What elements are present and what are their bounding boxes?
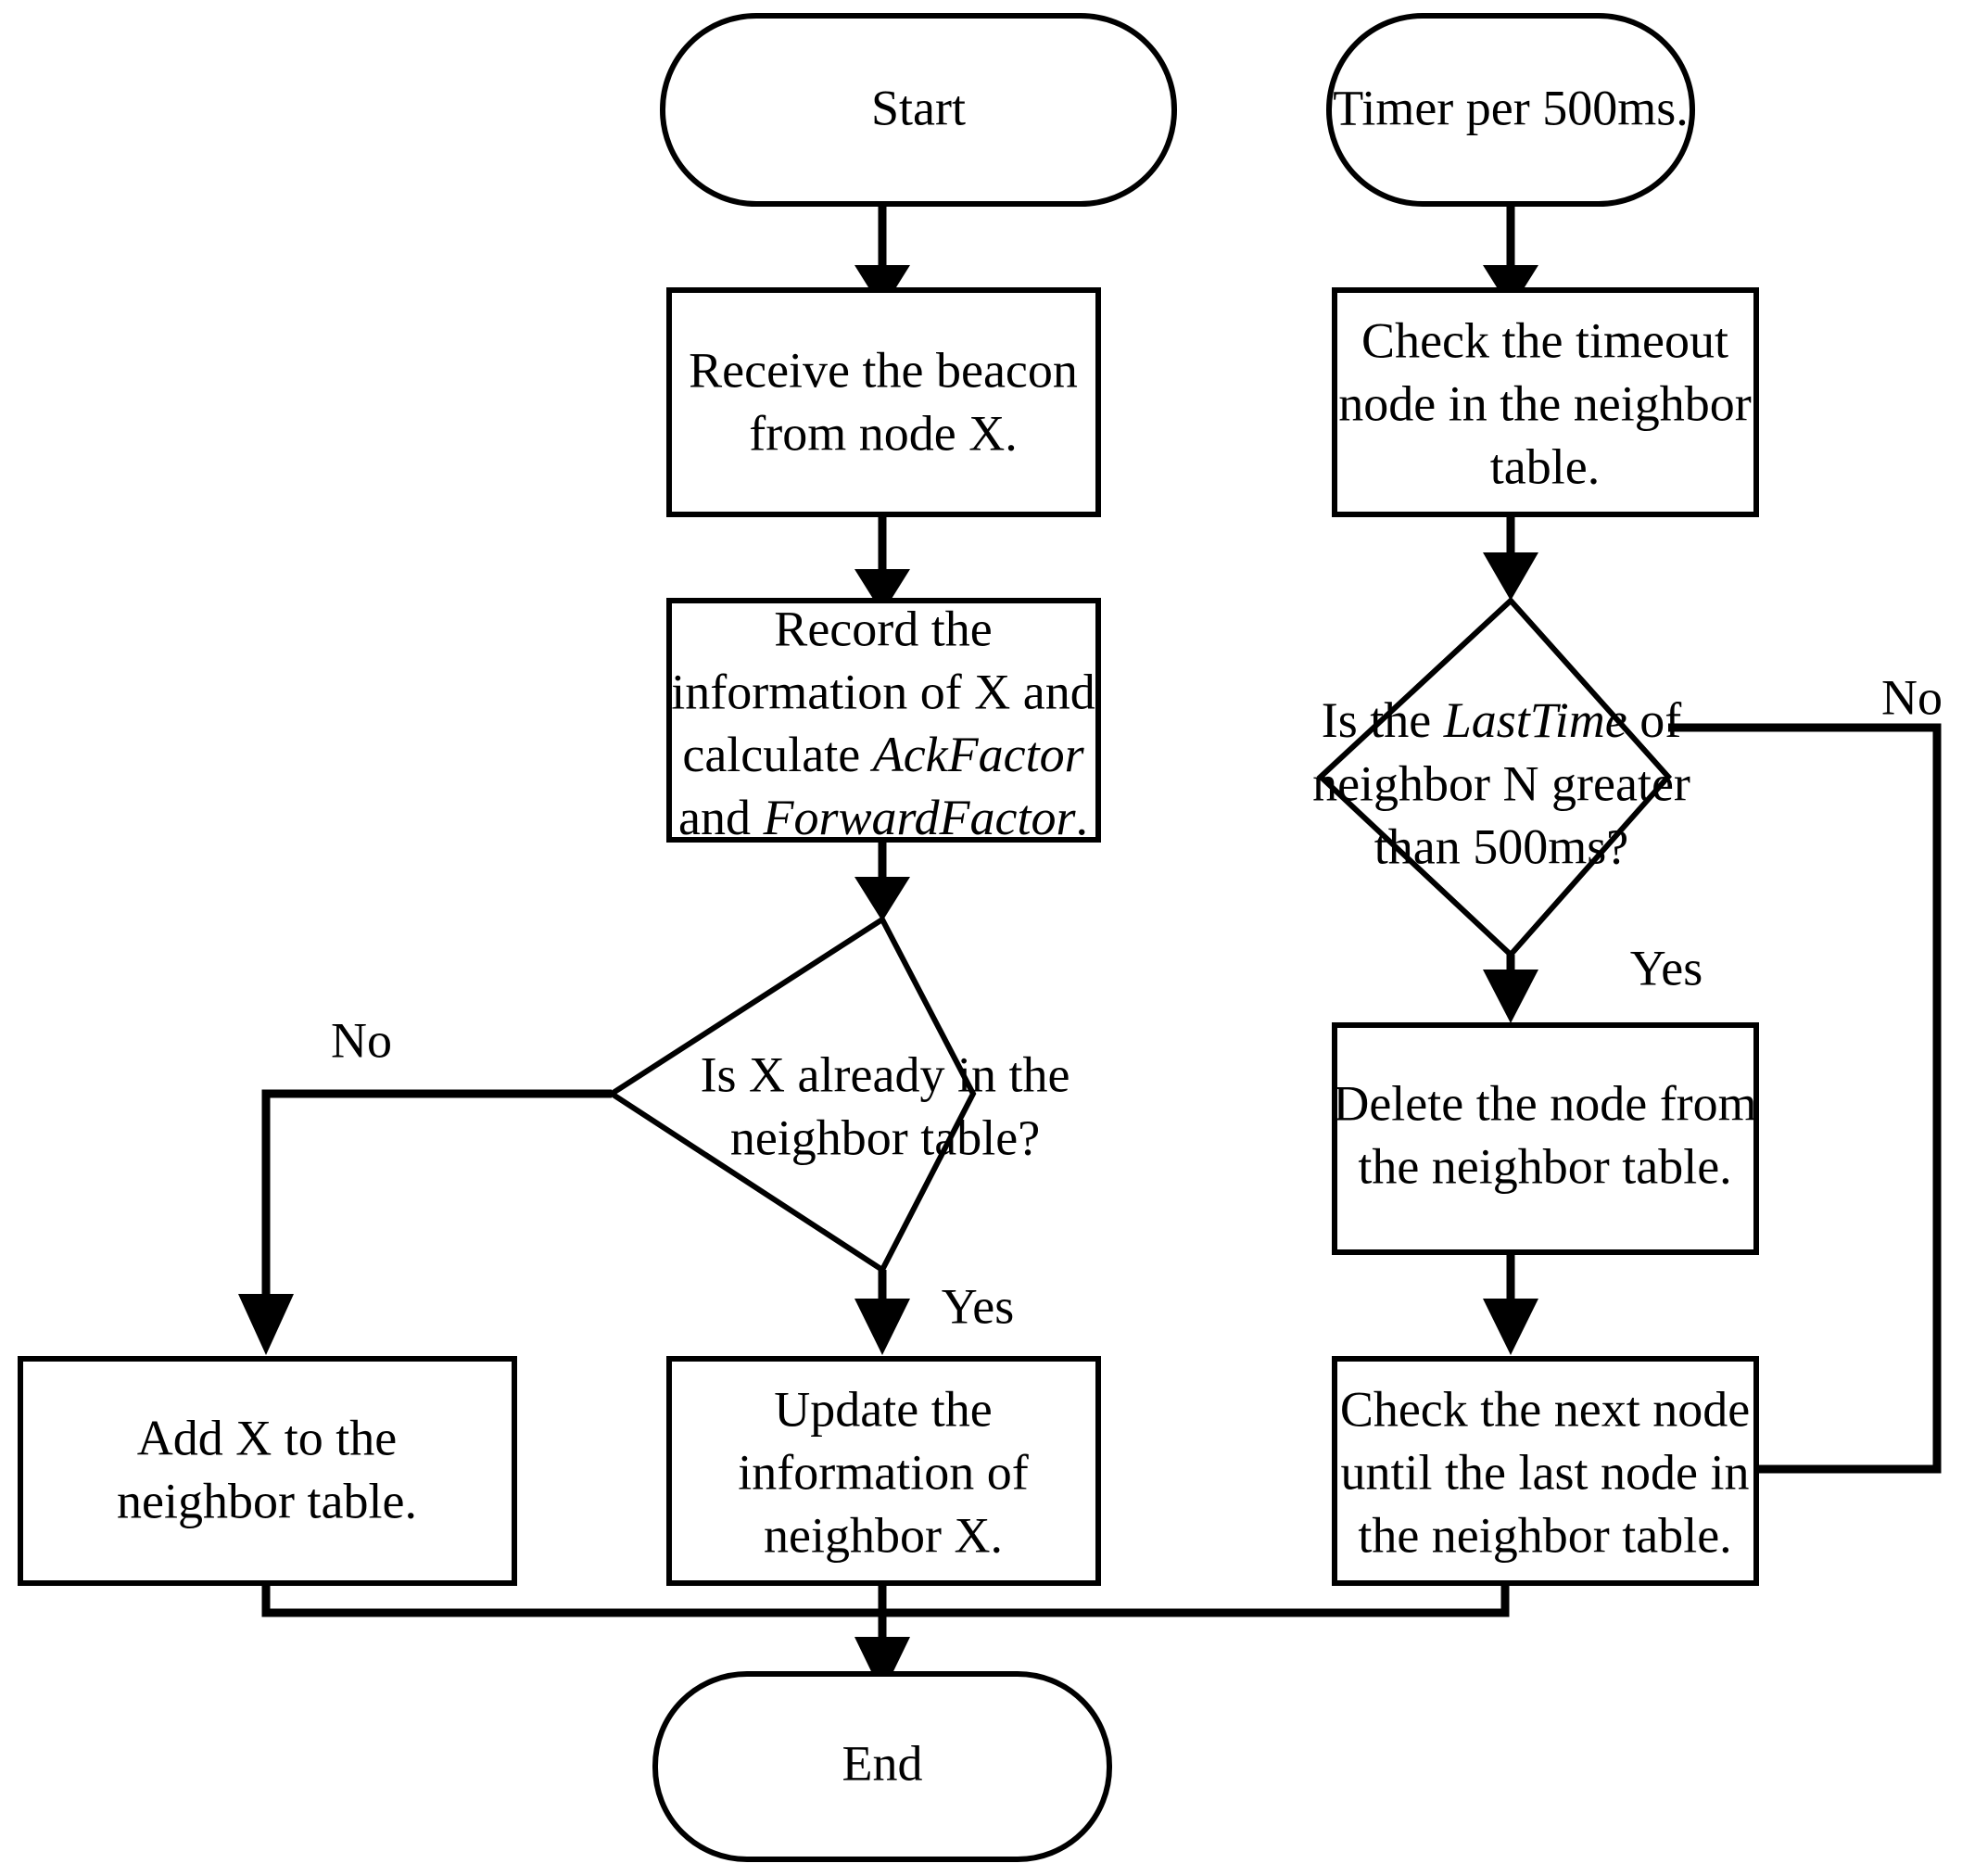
node-start[interactable]: Start bbox=[660, 13, 1177, 207]
node-record-info-line-4-tail: . bbox=[1075, 790, 1088, 845]
node-record-info-line-3: calculate AckFactor bbox=[682, 727, 1084, 782]
node-record-info-line-4-italic: ForwardFactor bbox=[762, 790, 1076, 845]
node-check-timeout-line-1: Check the timeout bbox=[1361, 312, 1728, 368]
node-record-info[interactable]: Record the information of X and calculat… bbox=[666, 598, 1101, 845]
node-start-label: Start bbox=[871, 80, 966, 135]
node-record-info-line-3-italic: AckFactor bbox=[870, 727, 1085, 782]
node-delete-node-line-1: Delete the node from bbox=[1333, 1075, 1756, 1131]
node-update-info-line-2: information of bbox=[738, 1444, 1028, 1500]
node-update-info[interactable]: Update the information of neighbor X. bbox=[666, 1356, 1101, 1586]
node-decision-x-in-table[interactable]: Is X already in the neighbor table? bbox=[606, 915, 1070, 1274]
node-decision-x-line-1: Is X already in the bbox=[701, 1046, 1070, 1102]
node-check-next-node[interactable]: Check the next node until the last node … bbox=[1332, 1356, 1759, 1586]
node-timer-label: Timer per 500ms. bbox=[1333, 80, 1689, 135]
node-add-x[interactable]: Add X to the neighbor table. bbox=[18, 1356, 517, 1586]
connector-check-timeout-to-decision-lasttime bbox=[1483, 514, 1538, 601]
node-timer[interactable]: Timer per 500ms. bbox=[1326, 13, 1695, 207]
connector-decision-lasttime-yes bbox=[1483, 955, 1538, 1023]
node-receive-beacon-line-1: Receive the beacon bbox=[689, 342, 1078, 398]
node-receive-beacon[interactable]: Receive the beacon from node X. bbox=[666, 287, 1101, 517]
node-check-next-node-line-3: the neighbor table. bbox=[1358, 1507, 1731, 1563]
connector-receive-to-record bbox=[854, 514, 910, 614]
edge-label-decision-lasttime-no: No bbox=[1881, 669, 1943, 725]
node-end-label: End bbox=[842, 1735, 923, 1791]
node-end[interactable]: End bbox=[652, 1671, 1112, 1862]
node-delete-node-line-2: the neighbor table. bbox=[1358, 1138, 1731, 1194]
node-check-timeout[interactable]: Check the timeout node in the neighbor t… bbox=[1332, 287, 1759, 517]
node-decision-lasttime-line-1-plain: Is the bbox=[1322, 692, 1444, 748]
edge-label-decision-x-no: No bbox=[331, 1012, 392, 1068]
node-check-next-node-line-2: until the last node in bbox=[1341, 1444, 1750, 1500]
node-add-x-line-2: neighbor table. bbox=[117, 1473, 417, 1528]
node-record-info-line-4: and ForwardFactor. bbox=[678, 790, 1088, 845]
node-check-timeout-line-3: table. bbox=[1490, 438, 1600, 494]
connector-record-to-decision-x bbox=[854, 839, 910, 921]
node-decision-lasttime[interactable]: Is the LastTime of neighbor N greater th… bbox=[1312, 596, 1690, 959]
connector-merge-bus-to-end bbox=[261, 1583, 1510, 1694]
connector-decision-x-yes bbox=[854, 1270, 910, 1355]
node-record-info-line-4-plain: and bbox=[678, 790, 763, 845]
node-decision-lasttime-line-3: than 500ms? bbox=[1374, 818, 1628, 874]
node-update-info-line-1: Update the bbox=[774, 1381, 992, 1437]
node-decision-lasttime-line-2: neighbor N greater bbox=[1312, 755, 1690, 811]
node-decision-lasttime-line-1-italic: LastTime bbox=[1443, 692, 1627, 748]
connector-delete-to-check-next bbox=[1483, 1251, 1538, 1355]
node-decision-lasttime-line-1-tail: of bbox=[1627, 692, 1682, 748]
node-record-info-line-3-plain: calculate bbox=[682, 727, 872, 782]
node-add-x-line-1: Add X to the bbox=[137, 1410, 397, 1465]
connector-decision-x-no bbox=[238, 1089, 612, 1355]
node-receive-beacon-line-2: from node X. bbox=[749, 405, 1017, 461]
node-check-timeout-line-2: node in the neighbor bbox=[1338, 375, 1751, 431]
node-delete-node[interactable]: Delete the node from the neighbor table. bbox=[1332, 1022, 1759, 1255]
node-check-next-node-line-1: Check the next node bbox=[1340, 1381, 1750, 1437]
edge-label-decision-x-yes: Yes bbox=[942, 1278, 1015, 1334]
edge-label-decision-lasttime-yes: Yes bbox=[1630, 940, 1703, 995]
node-decision-x-line-2: neighbor table? bbox=[730, 1109, 1040, 1165]
node-update-info-line-3: neighbor X. bbox=[764, 1507, 1003, 1563]
node-record-info-line-1: Record the bbox=[774, 601, 992, 656]
node-decision-lasttime-line-1: Is the LastTime of bbox=[1322, 692, 1682, 748]
node-record-info-line-2: information of X and bbox=[671, 664, 1095, 719]
